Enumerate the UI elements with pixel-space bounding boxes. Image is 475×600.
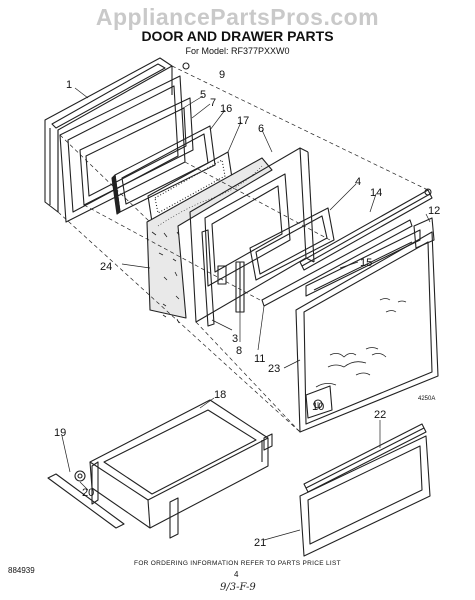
part-door-trim	[299, 188, 433, 271]
part-door-insulation	[146, 157, 273, 324]
callout-12: 12	[428, 205, 440, 217]
part-drawer-panel	[299, 435, 431, 557]
part-screw	[182, 62, 190, 70]
callout-16: 16	[220, 103, 232, 115]
callout-14: 14	[370, 187, 382, 199]
callout-20: 20	[82, 487, 94, 499]
part-door-liner-strip	[201, 229, 215, 327]
part-drawer-rail	[47, 473, 125, 529]
callout-8: 8	[236, 345, 242, 357]
callout-19: 19	[54, 427, 66, 439]
callout-5: 5	[200, 89, 206, 101]
figure-reference: 4250A	[418, 396, 436, 402]
part-door-seal	[261, 219, 413, 307]
callout-18: 18	[214, 389, 226, 401]
part-door-handle	[305, 229, 421, 297]
diagram-title: DOOR AND DRAWER PARTS	[141, 28, 334, 44]
page-number: 4	[234, 570, 239, 579]
callout-3: 3	[232, 333, 238, 345]
part-window-frame	[79, 97, 194, 206]
callout-9: 9	[219, 69, 225, 81]
part-oven-glass	[249, 207, 335, 281]
handwritten-note: 9/3-F-9	[220, 582, 256, 593]
document-code: 884939	[8, 566, 35, 575]
callout-1: 1	[66, 79, 72, 91]
part-handle-end	[413, 217, 435, 249]
callout-15: 15	[360, 257, 372, 269]
leader-lines	[61, 87, 431, 541]
callout-11: 11	[254, 353, 265, 365]
watermark: AppliancePartsPros.com	[95, 4, 380, 30]
callout-10: 10	[312, 401, 324, 413]
callout-21: 21	[254, 537, 266, 549]
callout-24: 24	[100, 261, 112, 273]
callout-22: 22	[374, 409, 386, 421]
diagram-subtitle: For Model: RF377PXXW0	[185, 46, 290, 56]
callout-23: 23	[268, 363, 280, 375]
callout-6: 6	[258, 123, 264, 135]
ordering-note: FOR ORDERING INFORMATION REFER TO PARTS …	[134, 560, 341, 567]
callout-labels: 1 5 7 16 17 6 9 4 14 12 15 24 3 8 11 23 …	[54, 69, 440, 549]
callout-17: 17	[237, 115, 249, 127]
part-drawer-roller	[74, 470, 86, 482]
callout-4: 4	[355, 176, 361, 188]
callout-7: 7	[210, 97, 216, 109]
exploded-view-guide-lines	[57, 65, 429, 433]
part-door-hinge	[217, 261, 245, 313]
part-drawer-trim	[303, 423, 427, 493]
part-drawer-body	[89, 399, 273, 539]
